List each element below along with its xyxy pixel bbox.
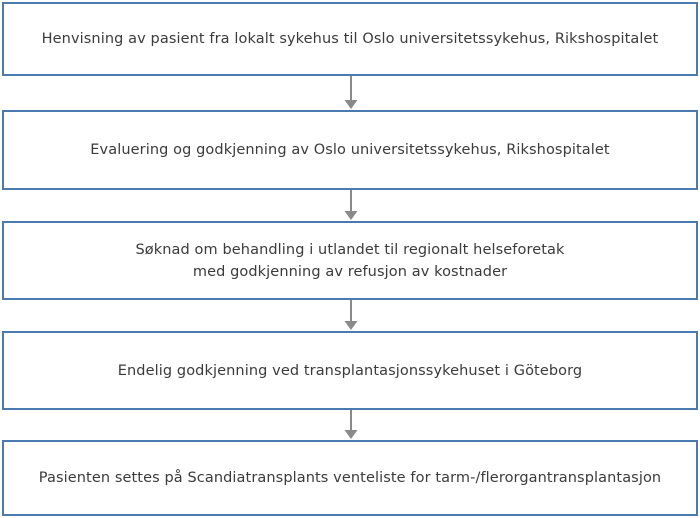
- flowchart-step-3-label: Søknad om behandling i utlandet til regi…: [135, 241, 565, 280]
- flowchart-step-1-label: Henvisning av pasient fra lokalt sykehus…: [41, 31, 659, 47]
- arrow-down-icon: [343, 76, 359, 110]
- flowchart-step-3: Søknad om behandling i utlandet til regi…: [2, 221, 698, 300]
- flowchart-step-2: Evaluering og godkjenning av Oslo univer…: [2, 110, 698, 190]
- flowchart-step-5-label: Pasienten settes på Scandiatransplants v…: [38, 470, 662, 486]
- flowchart-step-4: Endelig godkjenning ved transplantasjons…: [2, 331, 698, 410]
- flowchart-step-5: Pasienten settes på Scandiatransplants v…: [2, 440, 698, 516]
- arrow-down-icon: [343, 410, 359, 440]
- flowchart-step-2-label: Evaluering og godkjenning av Oslo univer…: [90, 142, 610, 158]
- flowchart-step-1: Henvisning av pasient fra lokalt sykehus…: [2, 2, 698, 76]
- arrow-down-icon: [343, 190, 359, 221]
- flowchart-step-4-label: Endelig godkjenning ved transplantasjons…: [117, 362, 583, 379]
- arrow-down-icon: [343, 300, 359, 331]
